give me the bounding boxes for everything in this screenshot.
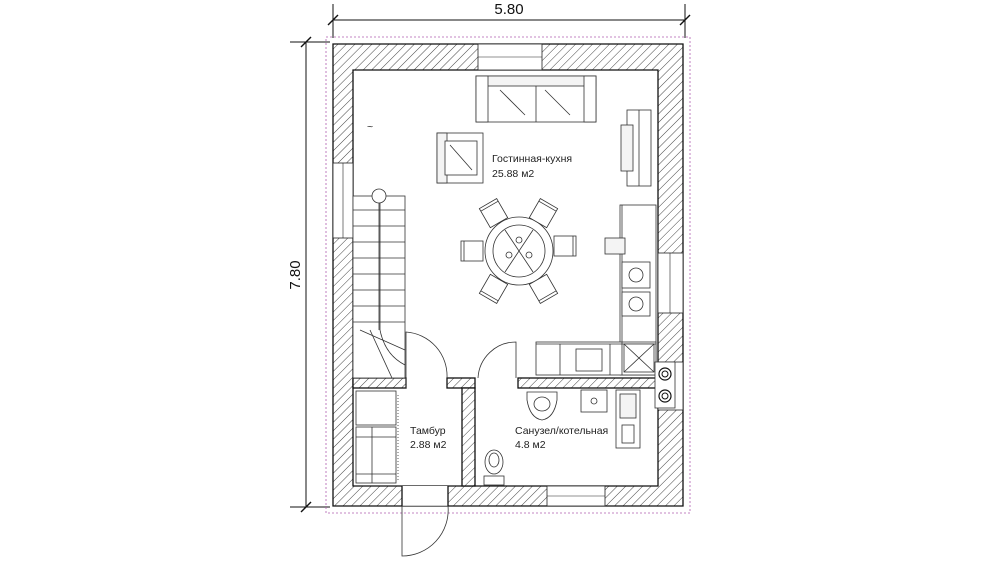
dimension-left: 7.80 <box>287 36 330 513</box>
dining-table <box>484 216 554 286</box>
wardrobe <box>355 390 399 484</box>
dashed-outline <box>325 36 691 514</box>
bathroom-fixtures <box>483 389 641 486</box>
room-label-tambur: Тамбур 2.88 м2 <box>410 425 447 451</box>
interior-walls <box>352 377 659 506</box>
svg-text:~: ~ <box>367 121 373 133</box>
room-label-bathroom: Санузел/котельная 4.8 м2 <box>515 425 608 451</box>
vent-shafts <box>654 361 676 409</box>
tv-unit <box>620 109 652 187</box>
room-area: 2.88 м2 <box>410 439 447 451</box>
kitchen-counter <box>535 204 657 376</box>
dimension-top: 5.80 <box>327 1 691 38</box>
doors <box>401 331 517 557</box>
height-dimension-label: 7.80 <box>287 260 304 289</box>
room-name: Санузел/котельная <box>515 425 608 437</box>
room-name: Тамбур <box>410 425 446 437</box>
width-dimension-label: 5.80 <box>494 1 523 18</box>
staircase <box>352 188 406 379</box>
sofa <box>475 75 597 123</box>
dining-chairs <box>460 198 577 304</box>
armchair <box>436 132 484 184</box>
room-label-living-kitchen: Гостинная-кухня 25.88 м2 <box>492 153 572 180</box>
room-area: 25.88 м2 <box>492 168 534 180</box>
room-name: Гостинная-кухня <box>492 153 572 165</box>
room-area: 4.8 м2 <box>515 439 546 451</box>
